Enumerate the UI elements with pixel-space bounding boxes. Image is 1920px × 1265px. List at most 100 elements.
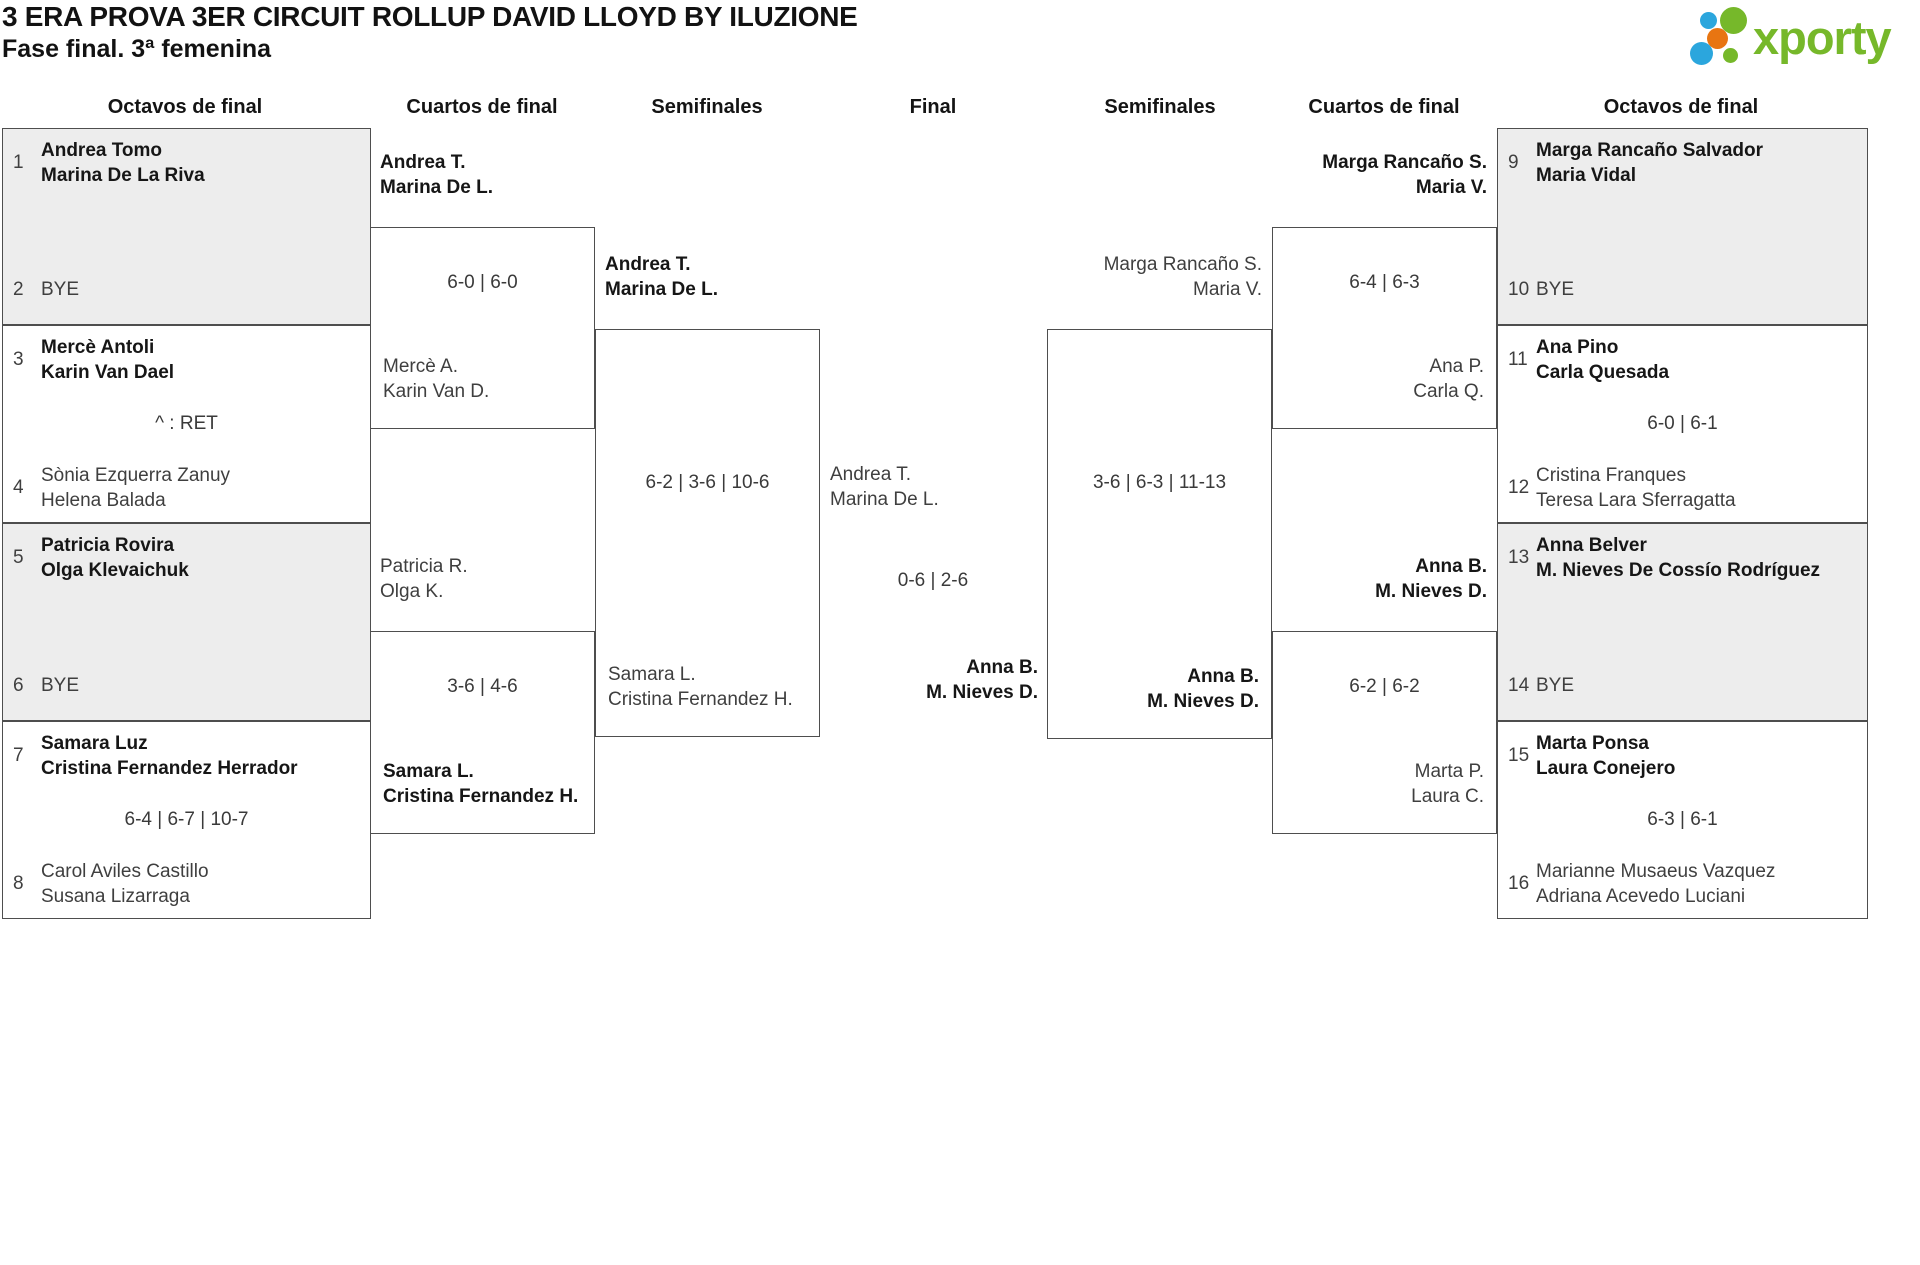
match-box-semis-left: 6-2 | 3-6 | 10-6 Samara L. Cristina Fern… — [595, 329, 820, 737]
team-row: 15 Marta Ponsa Laura Conejero — [1498, 731, 1675, 781]
team-names: Patricia Rovira Olga Klevaichuk — [41, 533, 189, 583]
finalist-team-left: Andrea T. Marina De L. — [830, 462, 1036, 512]
match-score: 6-2 | 6-2 — [1349, 676, 1420, 697]
team-names: Samara Luz Cristina Fernandez Herrador — [41, 731, 298, 781]
player-name: Anna B. — [1187, 666, 1259, 687]
team-names: Sònia Ezquerra Zanuy Helena Balada — [41, 463, 230, 513]
player-name: Karin Van D. — [383, 381, 490, 402]
round-header-final: Final — [909, 96, 957, 118]
player-name: BYE — [41, 675, 80, 696]
team-row: 16 Marianne Musaeus Vazquez Adriana Acev… — [1498, 859, 1775, 909]
xporty-logo[interactable]: xporty — [1686, 4, 1906, 74]
player-name: Patricia R. — [380, 556, 468, 577]
team-names: BYE — [1536, 277, 1574, 302]
player-name: Andrea T. — [830, 464, 911, 485]
team-row: 2 BYE — [3, 277, 79, 302]
player-name: Sònia Ezquerra Zanuy — [41, 465, 231, 486]
seed-number: 4 — [13, 477, 24, 498]
team-row: 13 Anna Belver M. Nieves De Cossío Rodrí… — [1498, 533, 1820, 583]
team-names: BYE — [1536, 673, 1574, 698]
logo-dot-icon — [1707, 28, 1728, 49]
player-name: Marina De L. — [605, 279, 718, 300]
player-name: Karin Van Dael — [41, 362, 175, 383]
match-score: 6-4 | 6-3 — [1349, 272, 1420, 293]
team-row: 5 Patricia Rovira Olga Klevaichuk — [3, 533, 189, 583]
player-name: BYE — [1536, 279, 1575, 300]
team-names: Anna Belver M. Nieves De Cossío Rodrígue… — [1536, 533, 1820, 583]
player-name: Marianne Musaeus Vazquez — [1536, 861, 1776, 882]
player-name: Andrea Tomo — [41, 140, 163, 161]
round-header-cuartos-left: Cuartos de final — [406, 96, 558, 118]
player-name: M. Nieves D. — [1375, 581, 1487, 602]
page-subtitle: Fase final. 3ª femenina — [2, 35, 272, 63]
match-box-cuartos-right-2: 6-2 | 6-2 Marta P. Laura C. — [1272, 631, 1497, 834]
logo-wordmark: xporty — [1753, 11, 1892, 64]
player-name: Adriana Acevedo Luciani — [1536, 886, 1746, 907]
player-name: M. Nieves De Cossío Rodríguez — [1536, 560, 1821, 581]
player-name: Susana Lizarraga — [41, 886, 190, 907]
round-header-octavos-right: Octavos de final — [1603, 96, 1759, 118]
match-box-octavos-left-2: 3 Mercè Antoli Karin Van Dael ^ : RET 4 … — [2, 325, 371, 523]
seed-number: 13 — [1508, 547, 1530, 568]
player-name: BYE — [41, 279, 80, 300]
advancing-team-cuartos-right-2: Anna B. M. Nieves D. — [1279, 554, 1487, 604]
advancing-team-cuartos-left-2: Patricia R. Olga K. — [380, 554, 586, 604]
player-name: Marga Rancaño S. — [1103, 254, 1262, 275]
team-names: BYE — [41, 277, 79, 302]
team-names: BYE — [41, 673, 79, 698]
player-name: Ana Pino — [1536, 337, 1619, 358]
player-name: Marina De L. — [830, 489, 939, 510]
player-name: Carla Q. — [1413, 381, 1484, 402]
team-row: 12 Cristina Franques Teresa Lara Sferrag… — [1498, 463, 1736, 513]
logo-dot-icon — [1720, 7, 1747, 34]
player-name: Anna B. — [966, 657, 1038, 678]
player-name: Ana P. — [1429, 356, 1484, 377]
team-row: 7 Samara Luz Cristina Fernandez Herrador — [3, 731, 298, 781]
seed-number: 12 — [1508, 477, 1530, 498]
player-name: Cristina Fernandez H. — [383, 786, 579, 807]
player-name: Carol Aviles Castillo — [41, 861, 209, 882]
player-name: Andrea T. — [380, 152, 466, 173]
match-score: 3-6 | 6-3 | 11-13 — [1092, 472, 1227, 493]
page-title: 3 ERA PROVA 3ER CIRCUIT ROLLUP DAVID LLO… — [2, 1, 858, 32]
match-box-octavos-left-1: 1 Andrea Tomo Marina De La Riva 2 BYE — [2, 128, 371, 325]
match-box-octavos-left-4: 7 Samara Luz Cristina Fernandez Herrador… — [2, 721, 371, 919]
player-name: Marga Rancaño Salvador — [1536, 140, 1764, 161]
team-names: Carol Aviles Castillo Susana Lizarraga — [41, 859, 209, 909]
team-names: Ana P. Carla Q. — [1413, 354, 1484, 404]
seed-number: 8 — [13, 873, 24, 894]
team-names: Samara L. Cristina Fernandez H. — [383, 759, 578, 809]
team-row: 14 BYE — [1498, 673, 1574, 698]
seed-number: 11 — [1508, 349, 1528, 370]
player-name: Andrea T. — [605, 254, 691, 275]
match-score: ^ : RET — [155, 413, 218, 434]
match-score: 6-4 | 6-7 | 10-7 — [124, 809, 249, 830]
player-name: Anna Belver — [1536, 535, 1647, 556]
player-name: Patricia Rovira — [41, 535, 175, 556]
team-row: 4 Sònia Ezquerra Zanuy Helena Balada — [3, 463, 230, 513]
logo-dot-icon — [1690, 42, 1713, 65]
match-box-octavos-right-2: 11 Ana Pino Carla Quesada 6-0 | 6-1 12 C… — [1497, 325, 1868, 523]
seed-number: 10 — [1508, 278, 1530, 300]
advancing-team-semis-right: Marga Rancaño S. Maria V. — [1052, 252, 1262, 302]
seed-number: 16 — [1508, 873, 1530, 894]
player-name: Marina De L. — [380, 177, 493, 198]
team-row: 11 Ana Pino Carla Quesada — [1498, 335, 1669, 385]
player-name: Teresa Lara Sferragatta — [1536, 490, 1736, 511]
match-score: 6-0 | 6-1 — [1647, 413, 1718, 434]
player-name: Maria Vidal — [1536, 165, 1636, 186]
match-score: 6-3 | 6-1 — [1647, 809, 1718, 830]
player-name: Cristina Fernandez Herrador — [41, 758, 298, 779]
team-row: 10 BYE — [1498, 277, 1574, 302]
player-name: Maria V. — [1415, 177, 1487, 198]
seed-number: 3 — [13, 349, 24, 370]
team-names: Anna B. M. Nieves D. — [1147, 664, 1259, 714]
logo-dot-icon — [1723, 48, 1738, 63]
seed-number: 6 — [13, 674, 24, 696]
player-name: Marta P. — [1414, 761, 1484, 782]
seed-number: 5 — [13, 547, 24, 568]
seed-number: 14 — [1508, 674, 1530, 696]
match-score: 6-2 | 3-6 | 10-6 — [645, 472, 770, 493]
team-names: Mercè Antoli Karin Van Dael — [41, 335, 174, 385]
